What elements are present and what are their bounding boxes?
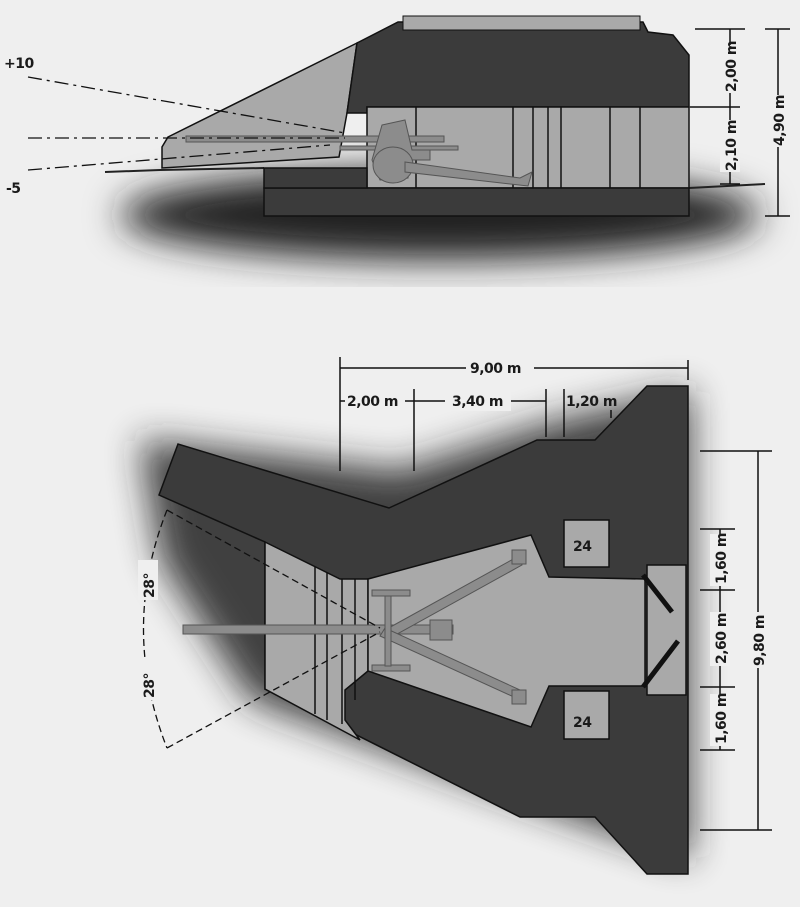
elevation-up-label: +10 [4,56,34,72]
side-view: +10 -5 2,00 m 2,10 m 4,90 m [4,15,790,260]
ammo-room-top-label: 24 [573,539,592,555]
dim-a-label: 2,00 m [347,394,398,410]
chamber-partitions [415,107,641,188]
dim-side-bottom-label: 1,60 m [714,693,730,744]
plan-view: 24 24 28° 28° [138,357,772,875]
dim-side-top-label: 1,60 m [714,533,730,584]
gun-side [185,119,533,187]
gun-plan [182,549,527,705]
foundation [263,187,690,217]
door-bottom [641,639,680,689]
width-dimensions: 9,00 m 2,00 m 3,40 m 1,20 m [339,357,689,471]
traverse-line-left [166,509,381,629]
elevation-down-label: -5 [6,181,21,197]
elevation-line-down [27,144,331,171]
angle-left-label: 28° [142,573,158,598]
roof-slab [346,21,690,114]
dim-total-height-label: 4,90 m [772,95,788,146]
dim-door-label: 2,60 m [714,613,730,664]
ammo-room-top [563,519,610,568]
ammo-room-bottom [563,690,610,740]
dim-b-label: 3,40 m [452,394,503,410]
door-top [641,573,674,614]
angle-right-label: 28° [142,673,158,698]
dim-total-length-label: 9,80 m [752,615,768,666]
dim-c-label: 1,20 m [566,394,617,410]
traverse-line-right [166,631,381,749]
length-dimensions: 1,60 m 2,60 m 1,60 m 9,80 m [700,450,772,831]
roof-earth [402,15,641,31]
dim-roof-label: 2,00 m [724,41,740,92]
ground-line [104,167,766,189]
traverse-arc [142,509,168,749]
dim-chamber-label: 2,10 m [724,120,740,171]
dim-total-width-label: 9,00 m [470,361,521,377]
height-dimensions: 2,00 m 2,10 m 4,90 m [690,28,790,217]
foundation-step [263,167,368,189]
ammo-room-bottom-label: 24 [573,715,592,731]
